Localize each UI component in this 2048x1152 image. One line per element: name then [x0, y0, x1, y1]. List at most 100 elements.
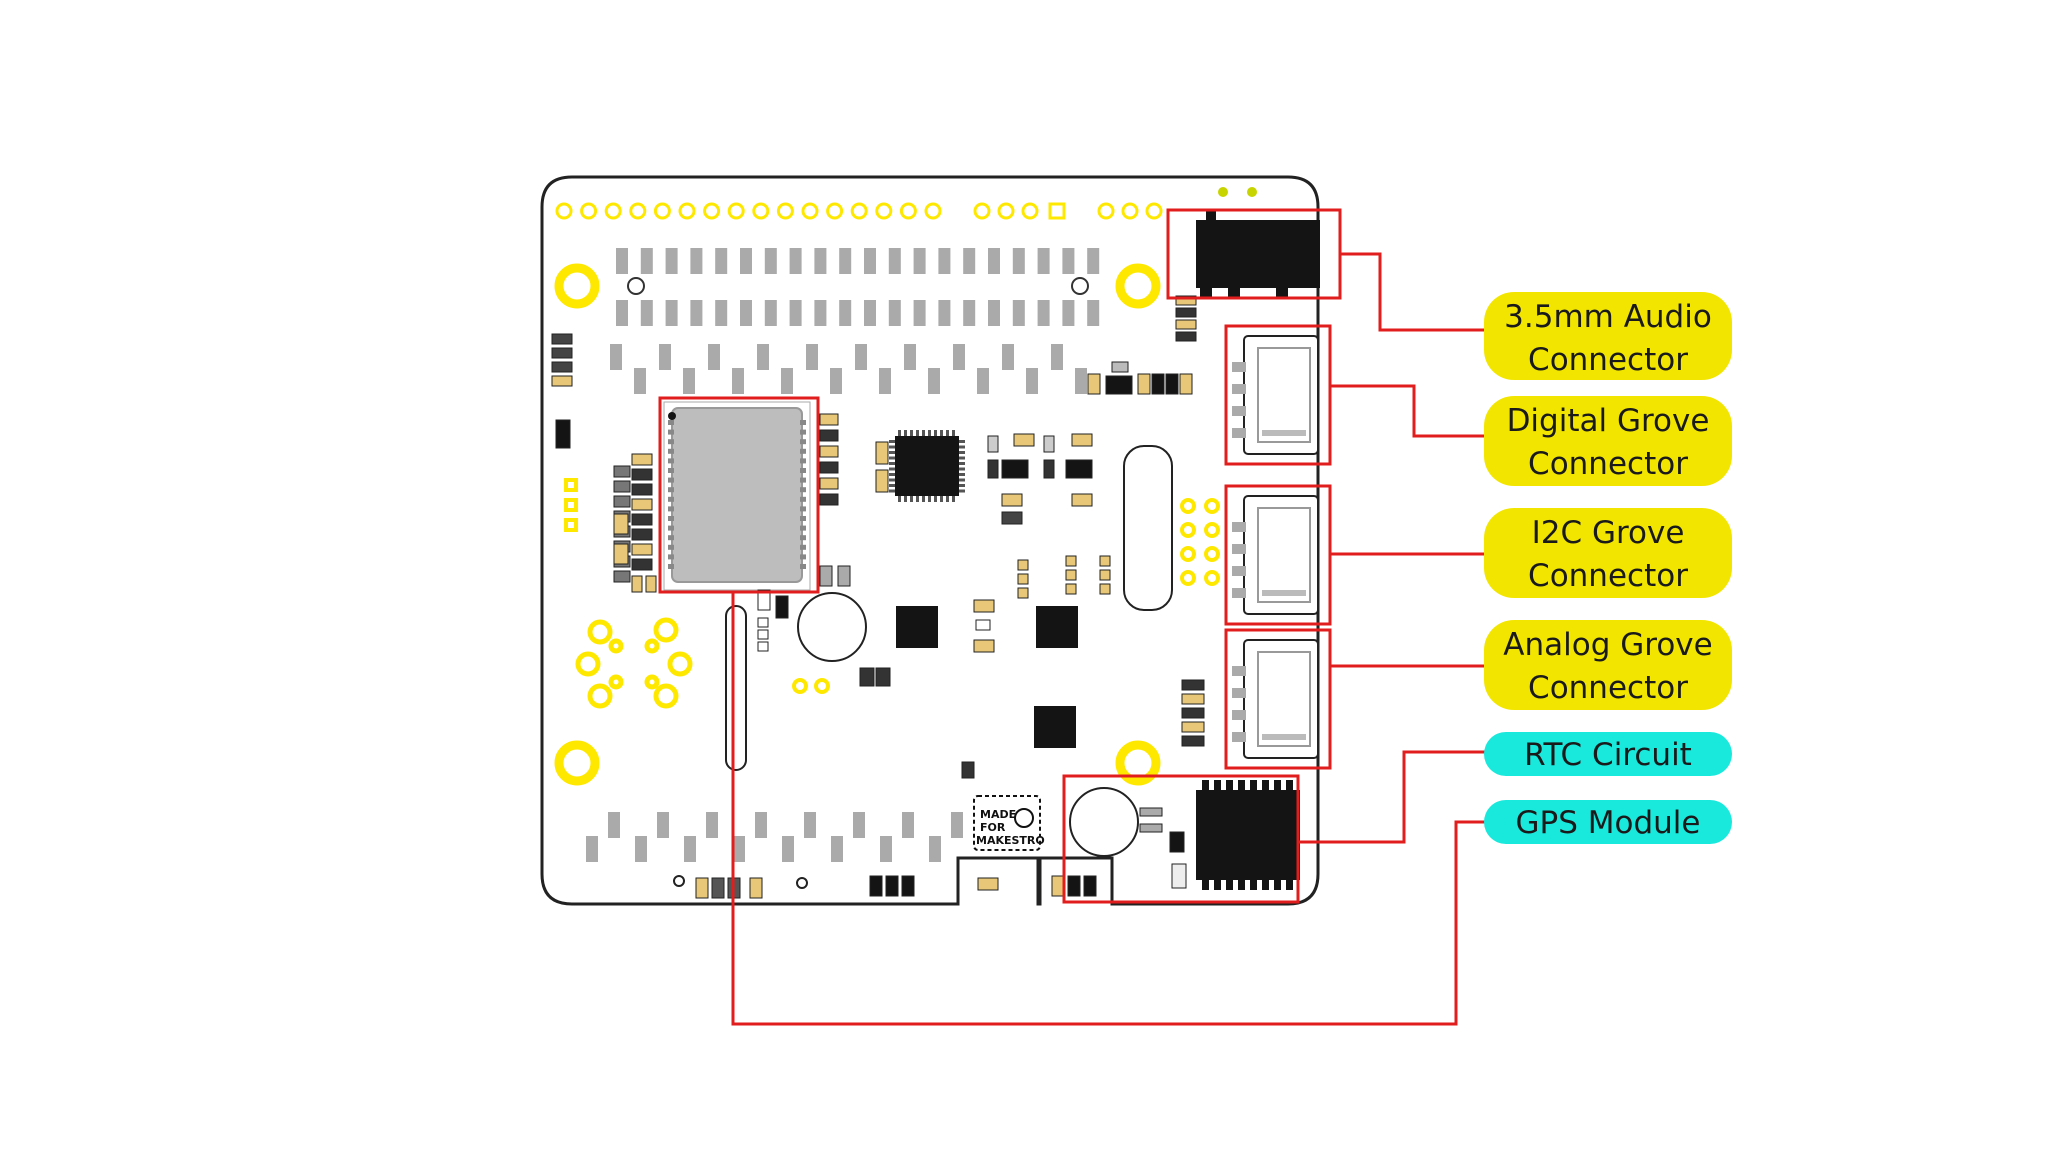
gpio-pin	[1037, 300, 1050, 326]
callout-text: Connector	[1528, 446, 1688, 482]
gps-pin	[800, 487, 806, 493]
gps-pin	[800, 516, 806, 521]
leader-audio	[1340, 252, 1488, 332]
ic-pin	[889, 462, 895, 465]
leader-gps	[731, 592, 1488, 1026]
smd-part	[975, 619, 991, 631]
ic-pin	[889, 473, 895, 476]
gpio-pin	[789, 248, 802, 274]
gpio-pin	[715, 248, 728, 274]
grove-pin	[1232, 384, 1246, 394]
smd-part	[631, 528, 653, 541]
smd-part	[631, 453, 653, 466]
grove-pin	[1232, 544, 1246, 554]
smd-pad	[929, 836, 941, 862]
gps-pin	[668, 506, 674, 512]
crystal	[1123, 445, 1173, 611]
smd-part	[1065, 583, 1077, 595]
header-pad	[973, 202, 991, 220]
ic-pin	[959, 473, 965, 476]
smd-part	[973, 599, 995, 613]
smd-part	[1179, 373, 1193, 395]
ic-pin	[898, 430, 901, 436]
silkscreen-text: FOR	[980, 821, 1006, 834]
grove-pin	[1232, 666, 1246, 676]
callout-text: Connector	[1528, 342, 1688, 378]
gpio-pin	[1037, 248, 1050, 274]
header-pad	[1048, 202, 1066, 220]
grove-pin	[1232, 428, 1246, 438]
ic-pin	[959, 445, 965, 449]
smd-pad	[1075, 368, 1087, 394]
gpio-pin	[888, 300, 901, 326]
highlight-boxes	[658, 208, 1342, 904]
smd-part	[1001, 459, 1029, 479]
smd-part	[1013, 433, 1035, 447]
gps-pin	[668, 564, 674, 569]
smd-part	[1043, 435, 1055, 453]
smd-part	[613, 465, 631, 478]
smd-part	[875, 667, 891, 687]
smd-part	[1105, 375, 1133, 395]
ic-pin	[889, 467, 895, 471]
smd-pad	[708, 344, 720, 370]
callout-audio: 3.5mm Audio Connector	[1484, 292, 1732, 380]
smd-pad	[953, 344, 965, 370]
header-pad	[850, 202, 868, 220]
gpio-pin	[864, 248, 876, 274]
header-pad	[924, 202, 942, 220]
ic-pin	[946, 496, 949, 502]
leader-digital-grove	[1330, 384, 1488, 438]
grove-pin	[1232, 522, 1246, 532]
smd-part	[819, 565, 833, 587]
ic-pin	[889, 445, 895, 449]
grove-connector-socket	[1257, 507, 1311, 603]
header-pad	[997, 202, 1015, 220]
ic-pin	[959, 467, 965, 471]
pad-cluster-right	[1180, 498, 1220, 586]
gps-pin	[800, 564, 806, 569]
callout-text: I2C Grove	[1532, 515, 1685, 551]
header-pad	[1097, 202, 1115, 220]
ic-pin	[1214, 880, 1221, 890]
ic-pin	[959, 462, 965, 465]
gpio-pin	[665, 300, 678, 326]
gps-pin	[800, 468, 806, 473]
smd-pad	[610, 344, 622, 370]
pad-cluster-left	[575, 617, 693, 709]
gpio-pin	[864, 300, 876, 326]
smd-part	[631, 543, 653, 556]
callout-labels: 3.5mm Audio Connector Digital Grove Conn…	[1484, 292, 1732, 844]
ic-pin	[959, 440, 965, 443]
ic-pin	[959, 451, 965, 454]
ic-pin	[1262, 880, 1269, 890]
header-hole-left	[627, 277, 645, 295]
microcontroller-chip	[889, 430, 965, 502]
ic-pin	[916, 430, 919, 436]
smd-part	[819, 493, 839, 506]
ic-pin	[934, 430, 937, 436]
smd-part	[1051, 875, 1065, 897]
smd-part	[1099, 583, 1111, 595]
smd-part	[1139, 807, 1163, 817]
ic-pin	[898, 496, 901, 502]
gpio-pin	[740, 248, 752, 274]
gpio-pin	[839, 300, 852, 326]
ic-pin	[889, 451, 895, 454]
header-pad	[801, 202, 819, 220]
smd-part	[749, 877, 763, 899]
gps-pin	[668, 468, 674, 473]
smd-part	[1087, 373, 1101, 395]
smd-pad	[855, 344, 867, 370]
smd-part	[1111, 361, 1129, 373]
gps-pin	[668, 448, 674, 454]
gpio-pin	[1062, 248, 1075, 274]
smd-part	[961, 761, 975, 779]
smd-part	[875, 441, 889, 465]
gps-pin	[668, 496, 674, 502]
callout-digital-grove: Digital Grove Connector	[1484, 396, 1732, 486]
smd-part	[869, 875, 883, 897]
gps-pin	[800, 448, 806, 454]
header-pad	[1145, 202, 1163, 220]
smd-part	[1181, 707, 1205, 719]
